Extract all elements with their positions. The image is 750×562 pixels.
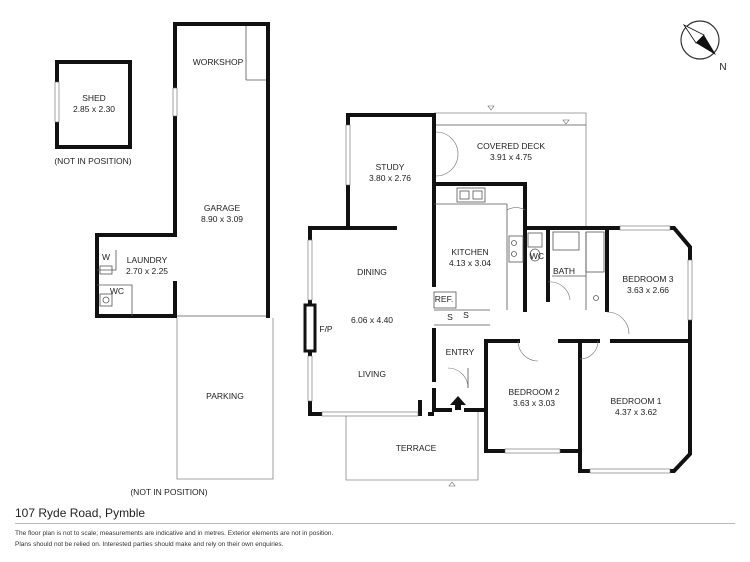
laundry: W LAUNDRY 2.70 x 2.25 WC xyxy=(95,233,177,318)
study: STUDY 3.80 x 2.76 xyxy=(345,113,436,230)
bedroom-2-label: BEDROOM 2 xyxy=(508,387,559,397)
study-dims: 3.80 x 2.76 xyxy=(369,173,411,183)
parking: PARKING (NOT IN POSITION) xyxy=(130,318,274,497)
dining-living: DINING 6.06 x 4.40 LIVING F/P xyxy=(303,226,436,417)
terrace: TERRACE xyxy=(345,410,479,487)
s1-label: S xyxy=(447,312,453,322)
kitchen-label: KITCHEN xyxy=(451,247,488,257)
bedroom-2: BEDROOM 2 3.63 x 3.03 xyxy=(484,339,582,454)
covered-deck: COVERED DECK 3.91 x 4.75 xyxy=(434,105,587,228)
laundry-dims: 2.70 x 2.25 xyxy=(126,266,168,276)
parking-not-in-position: (NOT IN POSITION) xyxy=(130,487,207,497)
wc-laundry-label: WC xyxy=(110,286,124,296)
garage-dims: 8.90 x 3.09 xyxy=(201,214,243,224)
bedroom-1-label: BEDROOM 1 xyxy=(610,396,661,406)
dining-label: DINING xyxy=(357,267,387,277)
covered-deck-label: COVERED DECK xyxy=(477,141,545,151)
compass-needle-icon xyxy=(696,35,716,55)
kitchen-dims: 4.13 x 3.04 xyxy=(449,258,491,268)
kitchen: KITCHEN 4.13 x 3.04 REF. S S xyxy=(432,182,527,326)
bedroom-3-dims: 3.63 x 2.66 xyxy=(627,285,669,295)
bedroom-2-dims: 3.63 x 3.03 xyxy=(513,398,555,408)
disclaimer-line-1: The floor plan is not to scale; measurem… xyxy=(15,530,334,537)
fireplace-label: F/P xyxy=(319,324,333,334)
bedroom-1: BEDROOM 1 4.37 x 3.62 xyxy=(578,339,692,474)
property-address: 107 Ryde Road, Pymble xyxy=(15,506,146,520)
garage-label: GARAGE xyxy=(204,203,241,213)
bath-label: BATH xyxy=(553,266,575,276)
parking-label: PARKING xyxy=(206,391,244,401)
living-label: LIVING xyxy=(358,369,386,379)
shed: SHED 2.85 x 2.30 (NOT IN POSITION) xyxy=(54,60,132,166)
s2-label: S xyxy=(463,310,469,320)
study-label: STUDY xyxy=(376,162,405,172)
compass-north-label: N xyxy=(719,62,726,73)
entry: ENTRY xyxy=(432,347,488,412)
bathroom-block: WC BATH xyxy=(523,226,609,310)
bedroom-1-dims: 4.37 x 3.62 xyxy=(615,407,657,417)
ref-label: REF. xyxy=(435,294,453,304)
disclaimer-line-2: Plans should not be relied on. Intereste… xyxy=(15,541,284,548)
compass: N xyxy=(680,20,727,73)
entry-label: ENTRY xyxy=(446,347,475,357)
w-label: W xyxy=(102,252,110,262)
shed-dims: 2.85 x 2.30 xyxy=(73,104,115,114)
footer-divider xyxy=(15,523,735,524)
shed-not-in-position: (NOT IN POSITION) xyxy=(54,156,131,166)
bedroom-3: BEDROOM 3 3.63 x 2.66 xyxy=(605,225,693,343)
shed-label: SHED xyxy=(82,93,106,103)
workshop-label: WORKSHOP xyxy=(193,57,244,67)
covered-deck-dims: 3.91 x 4.75 xyxy=(490,152,532,162)
garage: WORKSHOP GARAGE 8.90 x 3.09 xyxy=(172,22,270,318)
bedroom-3-label: BEDROOM 3 xyxy=(622,274,673,284)
laundry-label: LAUNDRY xyxy=(127,255,168,265)
wc-main-label: WC xyxy=(530,251,544,261)
terrace-label: TERRACE xyxy=(396,443,437,453)
entry-arrow-icon xyxy=(450,396,466,410)
dining-living-dims: 6.06 x 4.40 xyxy=(351,315,393,325)
